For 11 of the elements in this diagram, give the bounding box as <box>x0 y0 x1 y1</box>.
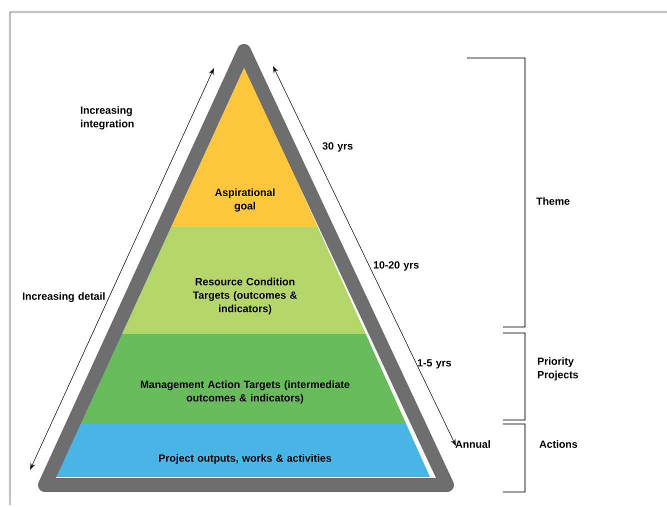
side-label: Actions <box>539 440 578 448</box>
side-label: Theme <box>536 197 570 205</box>
pyramid-tier: Project outputs, works & activities <box>55 424 430 477</box>
side-label: Annual <box>455 440 490 448</box>
side-label: 1-5 yrs <box>418 359 452 369</box>
side-label: Priority Projects <box>538 357 578 380</box>
side-label: Increasing integration <box>80 106 134 130</box>
pyramid-tier: Resource Condition Targets (outcomes & indicators) <box>121 227 366 334</box>
pyramid-tier: Aspirational goal <box>170 65 318 227</box>
side-label: Increasing detail <box>22 292 105 302</box>
pyramid-tier: Management Action Targets (intermediate outcomes & indicators) <box>80 334 406 424</box>
